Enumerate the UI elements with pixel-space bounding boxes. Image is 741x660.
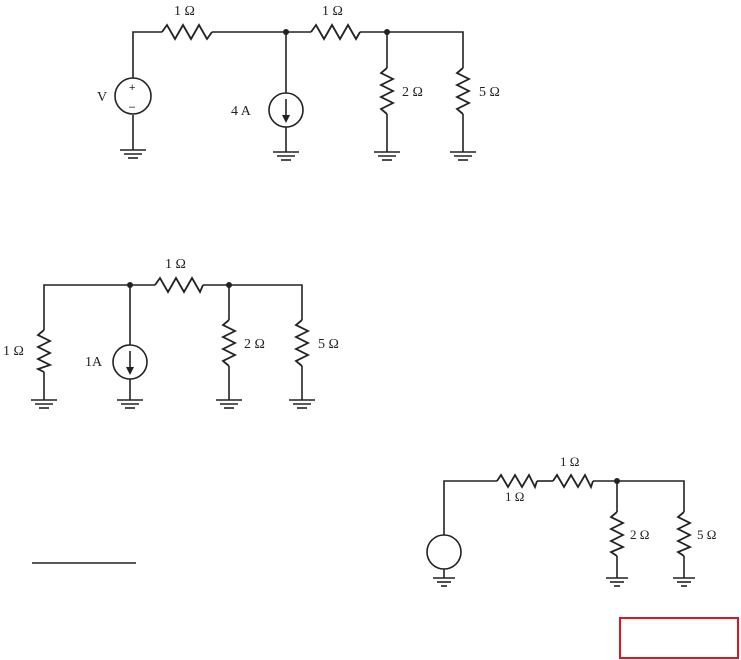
c3-ground-icon-src (433, 577, 455, 587)
c3-label-r-series-2: 1 Ω (560, 454, 579, 469)
c3-source-icon (426, 534, 462, 570)
c1-ground-icon-vsrc (120, 149, 146, 159)
c1-ground-icon-r2 (374, 151, 400, 161)
c1-resistor-1ohm-left (161, 23, 213, 41)
c3-ground-icon-r2 (606, 577, 628, 587)
c1-ground-icon-isrc (273, 151, 299, 161)
c2-resistor-1ohm-top (154, 276, 204, 295)
c2-label-r-2ohm: 2 Ω (244, 337, 265, 352)
c2-ground-icon-isrc (117, 399, 143, 409)
c2-label-r-left: 1 Ω (3, 344, 24, 359)
c1-wire-top-right (360, 31, 464, 60)
c2-label-r-5ohm: 5 Ω (318, 337, 339, 352)
c1-label-r-2ohm: 2 Ω (402, 85, 423, 100)
c1-voltage-source-icon (114, 77, 152, 115)
c3-wire-left (443, 480, 497, 535)
c2-wire-top-right (203, 284, 303, 320)
c3-resistor-5ohm (675, 511, 693, 557)
c2-resistor-5ohm (293, 319, 311, 367)
c1-label-vsrc: V (97, 90, 107, 105)
c2-ground-icon-r1 (31, 399, 57, 409)
c3-label-r-5ohm: 5 Ω (697, 527, 716, 542)
c2-wire-top-left (43, 284, 155, 330)
c1-current-source-icon (268, 92, 304, 128)
c1-resistor-1ohm-right (310, 23, 361, 41)
c1-resistor-5ohm (454, 67, 472, 115)
c2-junction-dot-2 (226, 282, 232, 288)
c2-current-source-icon (112, 344, 148, 380)
c1-junction-dot-1 (283, 29, 289, 35)
circuit-2: 1 Ω 1 Ω 1A 2 Ω 5 Ω (3, 257, 339, 409)
c3-label-r-series-1: 1 Ω (505, 489, 524, 504)
c3-resistor-2ohm (608, 511, 626, 557)
circuit-3: 1 Ω 1 Ω 2 Ω 5 Ω (426, 454, 716, 587)
c2-current-arrow-head (126, 367, 134, 375)
circuit-1: + – 1 Ω 1 Ω V 4 A 2 Ω 5 Ω (97, 4, 500, 161)
c2-label-isrc: 1A (85, 355, 103, 370)
c1-current-arrow-head (282, 115, 290, 123)
c1-ground-icon-r5 (450, 151, 476, 161)
c3-label-r-2ohm: 2 Ω (630, 527, 649, 542)
c2-resistor-2ohm (220, 319, 238, 367)
c3-resistor-1ohm-a (496, 473, 538, 490)
c1-vsrc-minus: – (129, 101, 136, 113)
c3-resistor-1ohm-b (552, 473, 594, 490)
c2-junction-dot-1 (127, 282, 133, 288)
c3-ground-icon-r5 (673, 577, 695, 587)
c2-label-r-top: 1 Ω (165, 257, 186, 272)
c1-resistor-2ohm (378, 67, 396, 115)
c1-label-r-top-left: 1 Ω (174, 4, 195, 19)
c1-label-isrc: 4 A (231, 104, 252, 119)
c1-wire-left (132, 31, 162, 78)
c1-vsrc-plus: + (129, 82, 135, 94)
c3-wire-right (593, 480, 685, 512)
c2-resistor-1ohm-left (35, 329, 53, 373)
answer-box[interactable] (619, 617, 739, 659)
c1-junction-dot-2 (384, 29, 390, 35)
c2-ground-icon-r2 (216, 399, 242, 409)
c2-ground-icon-r5 (289, 399, 315, 409)
c1-label-r-top-right: 1 Ω (322, 4, 343, 19)
c3-junction-dot (614, 478, 620, 484)
c1-label-r-5ohm: 5 Ω (479, 85, 500, 100)
